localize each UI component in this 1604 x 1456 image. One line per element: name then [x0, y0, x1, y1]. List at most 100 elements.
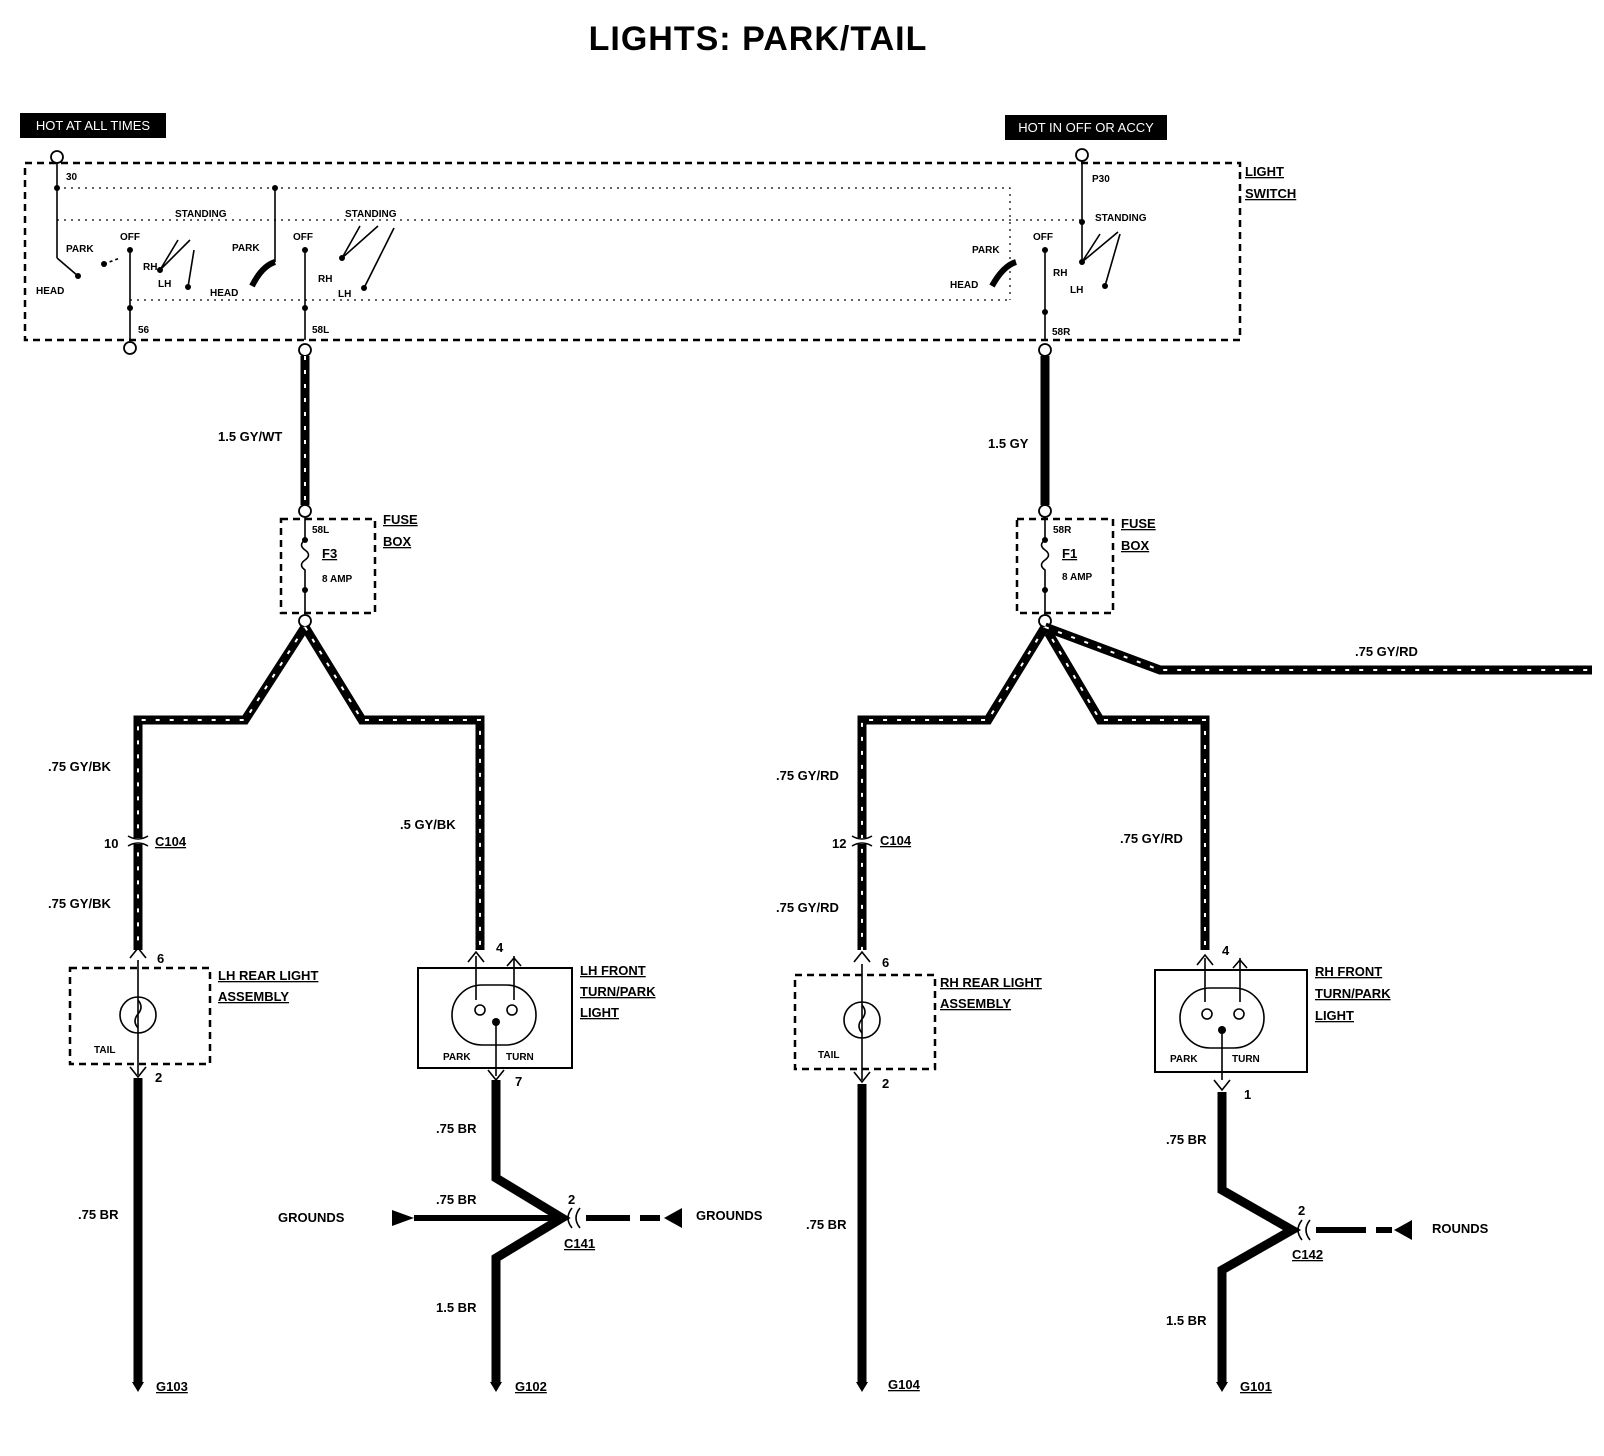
- lh-splice-in-wire-label: .75 BR: [436, 1192, 477, 1207]
- lh-rear-pin-out: 2: [155, 1070, 162, 1085]
- lh-connector-c104: C104: [155, 834, 187, 849]
- sw3-standing-label: STANDING: [1095, 213, 1147, 224]
- sw2-park-label: PARK: [232, 243, 260, 254]
- rh-splice-pin: 2: [1298, 1203, 1305, 1218]
- rh-rear-ground-wire-label: .75 BR: [806, 1217, 847, 1232]
- rh-fuse-id: F1: [1062, 546, 1077, 561]
- rh-splice-c142: C142: [1292, 1247, 1323, 1262]
- lh-front-light-label-1: LH FRONT: [580, 963, 646, 978]
- rh-front-wire-label: .75 GY/RD: [1120, 831, 1183, 846]
- rh-rear-light-assembly: [793, 973, 937, 1071]
- sw1-lh-label: LH: [158, 279, 171, 290]
- sw3-head-label: HEAD: [950, 280, 978, 291]
- lh-rear-wire-lower-label: .75 GY/BK: [48, 896, 111, 911]
- hot-in-off-or-accy-tag: HOT IN OFF OR ACCY: [1005, 115, 1167, 140]
- light-switch-label-1: LIGHT: [1245, 164, 1284, 179]
- rh-connector-c104: C104: [880, 833, 912, 848]
- rh-connector-pin: 12: [832, 836, 846, 851]
- lh-connector-pin: 10: [104, 836, 118, 851]
- rh-ground-g101: G101: [1240, 1379, 1272, 1394]
- hot-at-all-times-label: HOT AT ALL TIMES: [36, 118, 150, 133]
- sw3-off-label: OFF: [1033, 232, 1053, 243]
- lh-fuse-box: [279, 517, 377, 615]
- rh-front-ground-wire-label: .75 BR: [1166, 1132, 1207, 1147]
- lh-front-turn-label: TURN: [506, 1052, 534, 1063]
- lh-front-wire-label: .5 GY/BK: [400, 817, 456, 832]
- sw3-lh-label: LH: [1070, 285, 1083, 296]
- sw2-standing-label: STANDING: [345, 209, 397, 220]
- lh-front-ground-wire-label: .75 BR: [436, 1121, 477, 1136]
- lh-front-light-label-3: LIGHT: [580, 1005, 619, 1020]
- rh-front-park-label: PARK: [1170, 1054, 1198, 1065]
- lh-rear-ground-wire-label: .75 BR: [78, 1207, 119, 1222]
- sw3-rh-label: RH: [1053, 268, 1067, 279]
- terminal-30-label: 30: [66, 172, 78, 183]
- terminal-56: [123, 341, 137, 355]
- lh-front-ground-out-wire-label: 1.5 BR: [436, 1300, 477, 1315]
- terminal-58r-label: 58R: [1052, 327, 1071, 338]
- sw2-lh-label: LH: [338, 289, 351, 300]
- lh-fuse-rating: 8 AMP: [322, 574, 353, 585]
- rh-front-pin-in: 4: [1222, 943, 1230, 958]
- sw1-head-label: HEAD: [36, 286, 64, 297]
- lh-front-light-label-2: TURN/PARK: [580, 984, 656, 999]
- rh-fuse-box: [1015, 517, 1115, 615]
- rh-tail-bulb-icon: [843, 1001, 881, 1039]
- lh-rear-wire-upper-label: .75 GY/BK: [48, 759, 111, 774]
- right-circuit: 1.5 GY 58R F1 8 AMP FUSE BOX .75 GY/RD .…: [776, 343, 1592, 1394]
- rh-front-turn-label: TURN: [1232, 1054, 1260, 1065]
- sw2-rh-label: RH: [318, 274, 332, 285]
- rh-fuse-box-label-2: BOX: [1121, 538, 1150, 553]
- rh-front-light-label-1: RH FRONT: [1315, 964, 1382, 979]
- rh-rear-wire-lower-label: .75 GY/RD: [776, 900, 839, 915]
- rh-tail-label: TAIL: [818, 1050, 839, 1061]
- page-title: LIGHTS: PARK/TAIL: [589, 20, 928, 58]
- rh-grounds-right-label: ROUNDS: [1432, 1221, 1489, 1236]
- light-switch: LIGHT SWITCH 30 56 HEAD PARK OFF STANDIN…: [23, 148, 1296, 355]
- sw1-off-label: OFF: [120, 232, 140, 243]
- lh-tail-bulb-icon: [119, 996, 157, 1034]
- rh-front-light-label-2: TURN/PARK: [1315, 986, 1391, 1001]
- rh-rear-light-label-1: RH REAR LIGHT: [940, 975, 1042, 990]
- lh-grounds-left-label: GROUNDS: [278, 1210, 345, 1225]
- rh-ground-g104: G104: [888, 1377, 921, 1392]
- hot-at-all-times-tag: HOT AT ALL TIMES: [20, 113, 166, 138]
- rh-fuse-rating: 8 AMP: [1062, 572, 1093, 583]
- light-switch-label-2: SWITCH: [1245, 186, 1296, 201]
- lh-splice-pin: 2: [568, 1192, 575, 1207]
- lh-rear-light-label-2: ASSEMBLY: [218, 989, 289, 1004]
- sw2-head-label: HEAD: [210, 288, 238, 299]
- terminal-30: [50, 150, 64, 164]
- terminal-p30-label: P30: [1092, 174, 1110, 185]
- sw1-park-label: PARK: [66, 244, 94, 255]
- left-circuit: 1.5 GY/WT 58L F3 8 AMP FUSE BOX .75 GY/B…: [48, 343, 763, 1394]
- rh-fuse-box-label-1: FUSE: [1121, 516, 1156, 531]
- lh-fuse-id: F3: [322, 546, 337, 561]
- rh-front-ground-out-wire-label: 1.5 BR: [1166, 1313, 1207, 1328]
- sw2-off-label: OFF: [293, 232, 313, 243]
- lh-feed-wire-label: 1.5 GY/WT: [218, 429, 282, 444]
- lh-front-park-label: PARK: [443, 1052, 471, 1063]
- rh-rear-wire-upper-label: .75 GY/RD: [776, 768, 839, 783]
- lh-grounds-right-label: GROUNDS: [696, 1208, 763, 1223]
- terminal-p30: [1075, 148, 1089, 162]
- light-switch-housing: [23, 161, 1242, 342]
- rh-fuse-terminal: 58R: [1053, 525, 1072, 536]
- lh-ground-g102: G102: [515, 1379, 547, 1394]
- rh-feed-wire-label: 1.5 GY: [988, 436, 1029, 451]
- rh-front-pin-out: 1: [1244, 1087, 1251, 1102]
- lh-front-pin-out: 7: [515, 1074, 522, 1089]
- sw1-standing-label: STANDING: [175, 209, 227, 220]
- lh-splice-c141: C141: [564, 1236, 595, 1251]
- rh-rear-light-label-2: ASSEMBLY: [940, 996, 1011, 1011]
- rh-front-light-label-3: LIGHT: [1315, 1008, 1354, 1023]
- terminal-58l-label: 58L: [312, 325, 329, 336]
- lh-tail-label: TAIL: [94, 1045, 115, 1056]
- lh-fuse-box-label-1: FUSE: [383, 512, 418, 527]
- rh-front-turn-park-light: [1154, 969, 1308, 1073]
- sw1-rh-label: RH: [143, 262, 157, 273]
- lh-front-bulb-icon: [451, 984, 537, 1046]
- rh-branch-wire-label: .75 GY/RD: [1355, 644, 1418, 659]
